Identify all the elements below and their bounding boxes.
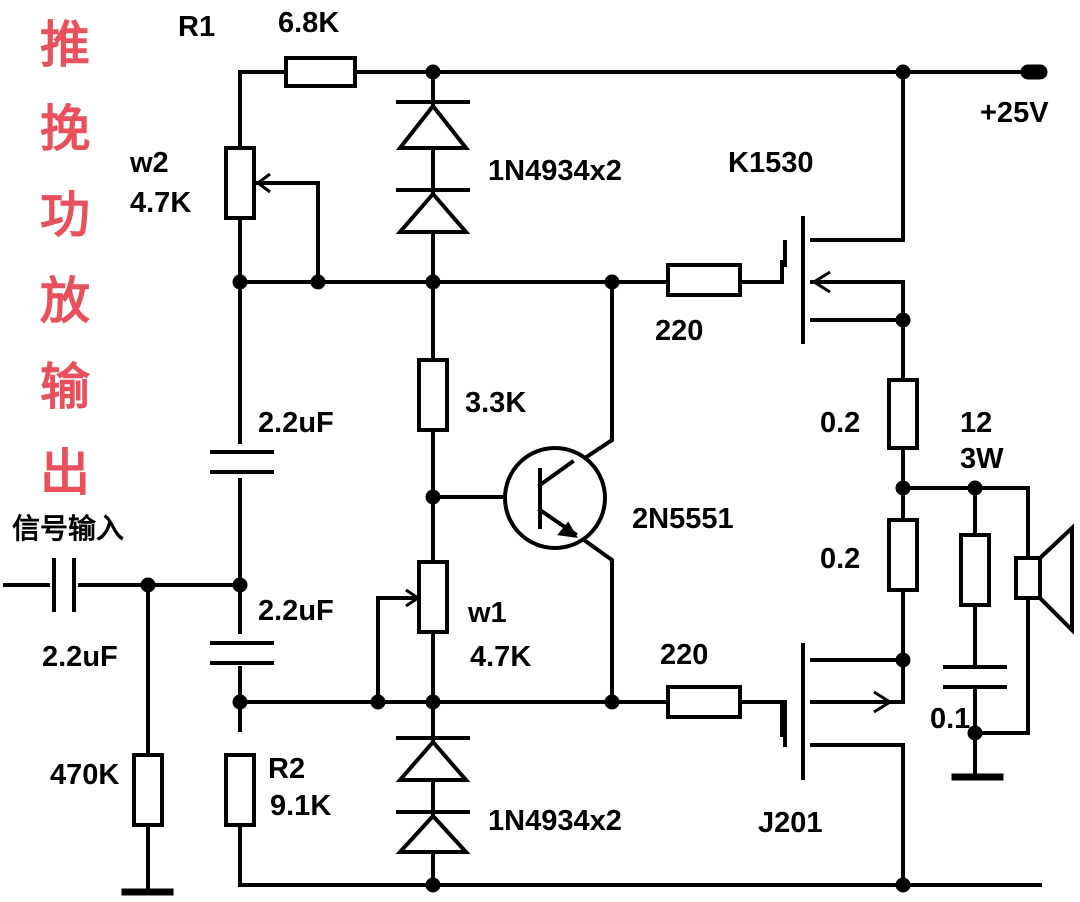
- label-emitter-resistor-bottom: 0.2: [820, 543, 860, 575]
- diode-icon: [395, 93, 471, 237]
- title-char-1: 推: [40, 16, 90, 74]
- title-char-6: 出: [40, 444, 90, 502]
- label-speaker-watts: 3W: [960, 443, 1004, 475]
- resistor-icon: [887, 378, 919, 450]
- capacitor-icon: [210, 641, 274, 665]
- label-cap-top: 2.2uF: [258, 407, 334, 439]
- title-char-3: 功: [40, 186, 90, 244]
- label-3k3-resistor: 3.3K: [465, 387, 526, 419]
- resistor-icon: [224, 753, 256, 827]
- resistor-icon: [284, 56, 357, 88]
- label-speaker-ohms: 12: [960, 407, 992, 439]
- capacitor-icon: [943, 665, 1007, 689]
- resistor-icon: [417, 358, 449, 432]
- label-w1: w1: [467, 597, 507, 629]
- potentiometer-icon: [405, 560, 449, 634]
- potentiometer-icon: [224, 146, 280, 220]
- label-w2: w2: [129, 147, 169, 179]
- capacitor-icon: [52, 558, 76, 612]
- label-r1-value: 6.8K: [278, 7, 339, 39]
- label-mosfet-bottom: J201: [758, 807, 823, 839]
- npn-transistor-icon: [503, 446, 607, 550]
- mosfet-icon: [783, 643, 893, 780]
- label-zobel-cap: 0.1: [930, 703, 970, 735]
- junction-dots: [140, 64, 983, 893]
- title-char-5: 输: [40, 358, 91, 416]
- supply-terminal: [1020, 64, 1048, 80]
- label-signal-input: 信号输入: [12, 512, 124, 545]
- capacitor-icon: [210, 450, 274, 474]
- resistor-icon: [132, 753, 164, 827]
- label-cap-mid: 2.2uF: [258, 595, 334, 627]
- resistor-icon: [887, 518, 919, 592]
- resistor-icon: [666, 263, 742, 297]
- label-w2-value: 4.7K: [130, 187, 191, 219]
- label-cap-input: 2.2uF: [42, 641, 118, 673]
- label-r2-value: 9.1K: [270, 790, 331, 822]
- label-diodes-bottom: 1N4934x2: [488, 805, 622, 837]
- label-emitter-resistor-top: 0.2: [820, 407, 860, 439]
- speaker-icon: [1014, 523, 1074, 635]
- label-diodes-top: 1N4934x2: [488, 155, 622, 187]
- label-470k-resistor: 470K: [50, 759, 119, 791]
- label-mosfet-top: K1530: [728, 147, 813, 179]
- label-supply: +25V: [980, 97, 1049, 129]
- label-r1: R1: [178, 11, 215, 43]
- resistor-icon: [666, 685, 742, 719]
- label-r2: R2: [268, 753, 305, 785]
- label-transistor: 2N5551: [632, 503, 734, 535]
- title-char-4: 放: [40, 272, 90, 330]
- label-w1-value: 4.7K: [470, 641, 531, 673]
- label-gate-resistor-bottom: 220: [660, 639, 708, 671]
- diode-icon: [395, 730, 471, 867]
- title-char-2: 挽: [40, 100, 90, 158]
- label-gate-resistor-top: 220: [655, 315, 703, 347]
- schematic-title: 推 挽 功 放 输 出: [40, 16, 91, 502]
- resistor-icon: [959, 533, 991, 607]
- mosfet-icon: [783, 216, 831, 344]
